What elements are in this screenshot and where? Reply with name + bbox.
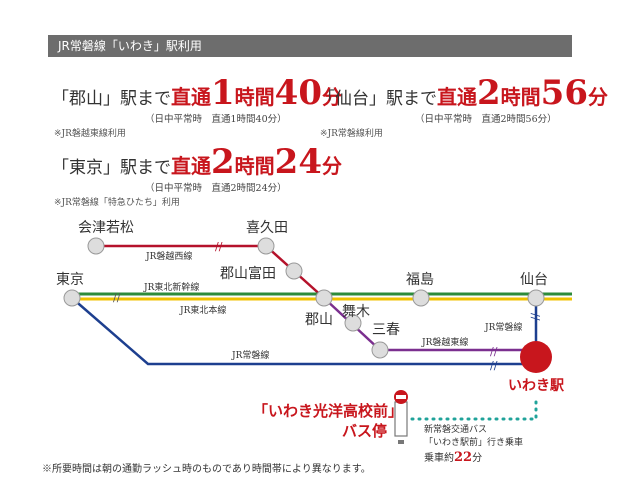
station-sendai-dot [527,289,545,307]
minutes-value: 56 [540,73,588,113]
line-break-mark: // [490,345,498,358]
footer-note: ※所要時間は朝の通勤ラッシュ時のものであり時間帯により異なります。 [42,464,371,475]
station-label-koriyama-tomita: 郡山富田 [220,265,276,282]
destination-label: 「郡山」駅まで [52,89,171,109]
section-header: JR常磐線「いわき」駅利用 [48,35,572,57]
bus-stop-suffix: バス停 [342,422,388,440]
time-detail: （日中平常時 直通2時間24分） [145,183,287,194]
station-fukushima-dot [412,289,430,307]
time-tokyo: 「東京」駅まで直通2時間24分 [52,145,342,179]
destination-label: 「東京」駅まで [52,158,171,178]
line-break-mark: // [529,313,542,321]
hours-unit: 時間 [234,85,275,109]
station-koriyama-dot [315,289,333,307]
station-iwaki-dot [520,341,552,373]
ride-unit: 分 [472,453,483,464]
destination-label: 「仙台」駅まで [318,89,437,109]
hours-value: 2 [211,142,235,182]
station-label-iwaki: いわき駅 [508,378,565,394]
bus-route [410,394,538,421]
line-break-mark: // [113,291,121,304]
time-sendai: 「仙台」駅まで直通2時間56分 [318,76,608,110]
direct-label: 直通 [171,85,211,109]
line-label-joban-north: JR常磐線 [484,321,522,333]
station-koriyama-tomita-dot [285,262,303,280]
hours-value: 2 [477,73,501,113]
line-label-shinkansen: JR東北新幹線 [143,281,199,293]
station-label-aizu: 会津若松 [78,220,134,236]
minutes-value: 40 [274,73,322,113]
minutes-unit: 分 [322,154,342,178]
station-tokyo-dot [63,289,81,307]
station-label-kitakata: 喜久田 [246,220,288,236]
route-note: ※JR磐越東線利用 [54,129,126,139]
bus-destination: 「いわき駅前」行き乗車 [424,438,524,448]
route-note: ※JR常磐線「特急ひたち」利用 [54,198,180,208]
station-label-sendai: 仙台 [520,272,548,288]
line-label-tohoku-main: JR東北本線 [179,304,226,316]
line-joban-south [71,297,536,366]
time-detail: （日中平常時 直通2時間56分） [415,114,557,125]
station-miharu-dot [371,341,389,359]
line-label-banetsu-east: JR磐越東線 [421,336,468,348]
line-break-mark: // [215,240,223,253]
hours-unit: 時間 [234,154,275,178]
station-maigi-dot [344,314,362,332]
bus-stop-sign-bar [396,395,406,399]
route-note: ※JR常磐線利用 [320,129,383,139]
station-label-miharu: 三春 [372,322,400,338]
direct-label: 直通 [171,154,211,178]
station-label-fukushima: 福島 [406,272,434,288]
ride-label: 乗車約 [424,453,454,464]
bus-company: 新常磐交通バス [424,425,488,435]
station-aizu-dot [87,237,105,255]
line-break-mark: // [490,359,498,372]
bus-ride-time: 乗車約22分 [424,449,482,465]
minutes-unit: 分 [588,85,608,109]
hours-unit: 時間 [500,85,541,109]
ride-minutes: 22 [454,450,473,465]
time-detail: （日中平常時 直通1時間40分） [145,114,287,125]
direct-label: 直通 [437,85,477,109]
station-label-maigi: 舞木 [342,304,370,320]
bus-stop-name: 「いわき光洋高校前」 [253,402,404,420]
line-label-banetsu-west: JR磐越西線 [145,250,192,262]
station-label-tokyo: 東京 [56,272,84,288]
hours-value: 1 [211,73,235,113]
minutes-unit: 分 [322,85,342,109]
bus-stop-base [398,440,404,444]
station-label-koriyama: 郡山 [305,312,333,328]
minutes-value: 24 [274,142,322,182]
station-kitakata-dot [257,237,275,255]
time-koriyama: 「郡山」駅まで直通1時間40分 [52,76,342,110]
line-label-joban-south: JR常磐線 [231,349,269,361]
